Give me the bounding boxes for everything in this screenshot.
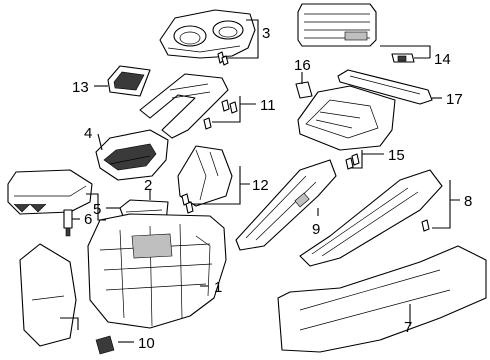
leader-lines: [60, 19, 460, 343]
part-12-shifter-boot: [177, 145, 233, 214]
part-7-lower-panel: [277, 245, 487, 353]
callout-6: 6: [84, 211, 92, 228]
callout-17: 17: [446, 91, 463, 108]
callout-14: 14: [434, 51, 451, 68]
callout-4: 4: [84, 125, 92, 142]
part-16-clip: [295, 81, 313, 99]
part-5-armrest-lid: [7, 169, 93, 215]
callout-9: 9: [312, 221, 320, 238]
part-9-side-trim: [235, 159, 337, 251]
part-14-storage-bin: [297, 3, 415, 63]
part-13-pad: [107, 65, 151, 97]
callout-12: 12: [252, 177, 269, 194]
part-3-cup-holder: [159, 9, 256, 66]
part-1-console-body: [87, 213, 227, 329]
callout-10: 10: [138, 335, 155, 352]
part-15-tray: [297, 85, 396, 170]
callout-15: 15: [388, 147, 405, 164]
callout-13: 13: [72, 79, 89, 96]
callout-5: 5: [93, 201, 101, 218]
part-4-armrest-base: [95, 129, 169, 181]
callout-1: 1: [214, 279, 222, 296]
callout-16: 16: [294, 57, 311, 74]
part-6-fastener: [63, 209, 73, 237]
callout-labels: 1 2 3 4 5 6 7 8 9 10 11 12 13 14 15 16 1…: [72, 25, 472, 352]
callout-3: 3: [262, 25, 270, 42]
part-17-trim: [337, 69, 433, 105]
part-8-long-trim: [299, 169, 443, 267]
part-11-bezel: [139, 73, 238, 139]
part-10-side-panel: [19, 243, 115, 355]
callout-2: 2: [144, 177, 152, 194]
callout-8: 8: [464, 193, 472, 210]
callout-11: 11: [260, 97, 276, 114]
callout-7: 7: [404, 319, 412, 336]
